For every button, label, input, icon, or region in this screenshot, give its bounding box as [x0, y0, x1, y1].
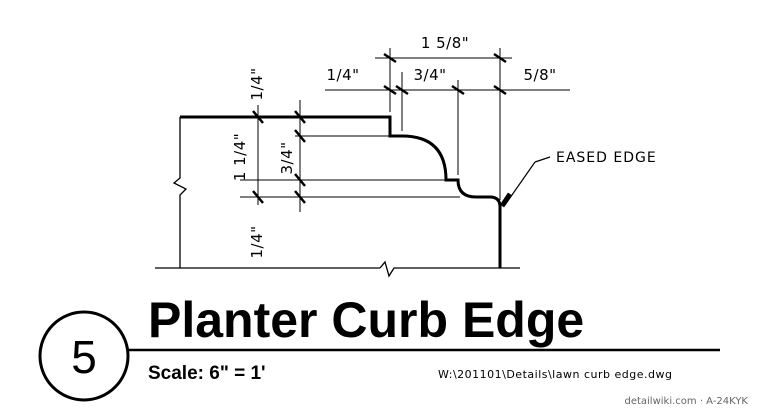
top-dimension-lines [325, 52, 570, 96]
detail-number: 5 [71, 331, 97, 383]
detail-scale: Scale: 6" = 1' [148, 363, 266, 384]
dim-top-overall: 1 5/8" [421, 34, 469, 52]
dim-top-middle: 3/4" [413, 66, 446, 84]
eased-edge-note: EASED EDGE [556, 150, 657, 166]
dim-left-bottom: 1/4" [248, 225, 266, 258]
dim-top-right: 5/8" [523, 66, 556, 84]
eased-edge-leader [499, 156, 551, 208]
dim-left-overall: 1 1/4" [231, 133, 249, 181]
detail-number-bubble [38, 310, 130, 402]
detail-title: Planter Curb Edge [148, 292, 584, 348]
file-path: W:\201101\Details\lawn curb edge.dwg [438, 368, 672, 381]
watermark: detailwiki.com · A-24KYK [624, 396, 748, 407]
curb-profile [155, 115, 520, 278]
dim-top-left: 1/4" [326, 66, 359, 84]
dim-left-middle: 3/4" [278, 141, 296, 174]
extension-lines [240, 48, 501, 200]
left-dimension-lines [252, 100, 306, 212]
dim-left-top: 1/4" [248, 67, 266, 100]
